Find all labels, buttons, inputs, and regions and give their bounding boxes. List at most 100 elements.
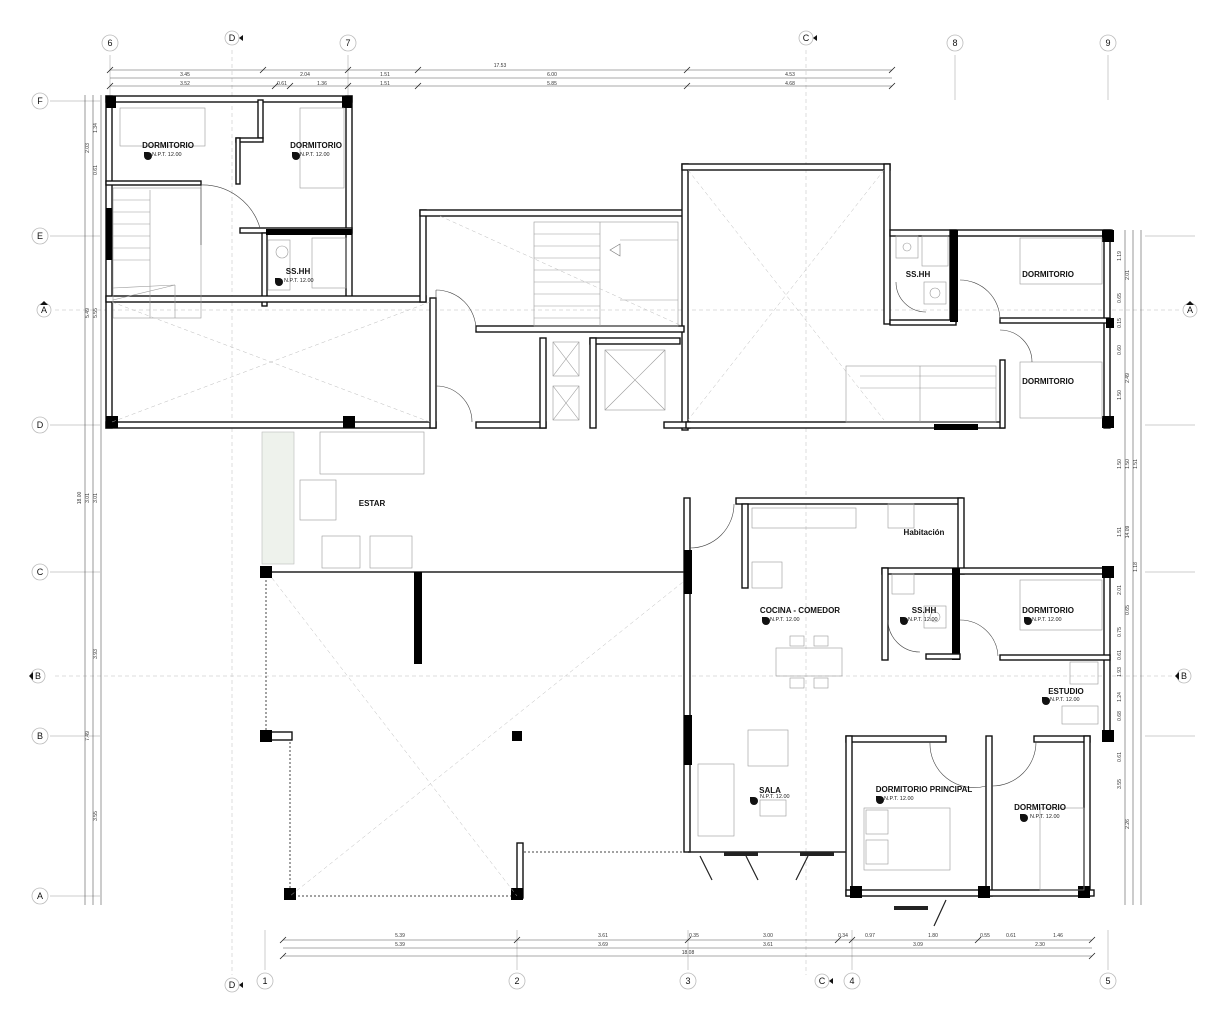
grid-label-E: E [37,231,43,241]
dim-top-1-0: 3.45 [180,72,190,78]
room-habitacion-name: Habitación [904,528,945,537]
room-sshh-se-level: N.P.T. 12.00 [908,617,938,623]
dim-bottom-1-3: 3.00 [763,933,773,939]
room-sshh-nw-name: SS.HH [286,267,311,276]
dim-right-15: 0.75 [1117,627,1123,637]
room-cocina-name: COCINA - COMEDOR [760,606,840,615]
room-sala-name: SALA [759,786,781,795]
dim-left-0: 1.34 [93,123,99,133]
elevator-shafts [552,341,666,421]
dim-bottom-1-8: 0.61 [1006,933,1016,939]
dim-bottom-1-5: 0.97 [865,933,875,939]
dim-top-1-2: 1.51 [380,72,390,78]
dim-bottom-1-1: 3.61 [598,933,608,939]
dim-right-6: 1.50 [1117,390,1123,400]
dim-right-11: 14.09 [1125,526,1131,539]
nw-void-diagonals [111,301,431,423]
room-dorm-ne2-name: DORMITORIO [1022,377,1074,386]
dim-left-7: 3.01 [93,493,99,503]
dim-bottom-1-7: 0.55 [980,933,990,939]
nw-block-walls [105,95,687,429]
room-sala-level: N.P.T. 12.00 [760,794,790,800]
estar-area [261,431,425,569]
dim-right-17: 1.93 [1117,667,1123,677]
room-dorm-nw2-level: N.P.T. 12.00 [300,152,330,158]
dim-bottom-1-0: 5.39 [395,933,405,939]
ne-block-walls [889,229,1114,430]
room-sshh-nw-level: N.P.T. 12.00 [284,278,314,284]
room-dorm-nw2: DORMITORIO N.P.T. 12.00 [290,141,342,160]
dim-bottom-1-9: 1.46 [1053,933,1063,939]
dim-bottom-2-0: 5.39 [395,942,405,948]
section-mark-D-bottom: D [229,980,236,990]
room-labels: DORMITORIO N.P.T. 12.00 DORMITORIO N.P.T… [142,141,1084,822]
dim-right-5: 2.49 [1125,373,1131,383]
dim-right-20: 0.61 [1117,752,1123,762]
dim-left-4: 5.55 [93,308,99,318]
dim-bottom-2-3: 3.09 [913,942,923,948]
room-sshh-se: SS.HH N.P.T. 12.00 [900,606,938,625]
core-doors [435,289,477,423]
section-mark-B-left: B [35,671,41,681]
dim-top-2-0: 3.52 [180,81,190,87]
dim-top-2-4: 5.85 [547,81,557,87]
dim-right-16: 0.61 [1117,650,1123,660]
dim-right-2: 0.65 [1117,293,1123,303]
room-dorm-se2: DORMITORIO N.P.T. 12.00 [1014,803,1066,822]
grid-label-F: F [37,96,43,106]
dim-right-4: 0.60 [1117,345,1123,355]
grid-label-3: 3 [685,976,690,986]
grid-label-5: 5 [1105,976,1110,986]
room-dorm-nw1: DORMITORIO N.P.T. 12.00 [142,141,194,160]
grid-bubbles-bottom: 1 2 3 4 5 [256,972,1117,990]
room-dorm-se1-level: N.P.T. 12.00 [1032,617,1062,623]
dim-right-7: 1.50 [1117,459,1123,469]
room-dorm-principal: DORMITORIO PRINCIPAL N.P.T. 12.00 [876,785,973,804]
grid-label-4: 4 [849,976,854,986]
dim-bottom-2-2: 3.61 [763,942,773,948]
dim-top-2-3: 1.51 [380,81,390,87]
grid-label-6: 6 [107,38,112,48]
se-apartment-walls [683,497,1114,898]
se-furniture [689,503,1103,891]
grid-label-C: C [37,567,44,577]
grid-bubbles-top: 6 7 8 9 [101,34,1117,52]
dim-top-2-5: 4.68 [785,81,795,87]
dim-top-overall: 17.53 [494,63,507,69]
room-estar-name: ESTAR [359,499,386,508]
top-dimensions: 17.53 3.45 2.04 1.51 6.00 4.53 3.52 0.61… [180,63,795,87]
dim-right-13: 2.01 [1117,585,1123,595]
section-mark-A-right: A [1187,305,1193,315]
room-dorm-principal-level: N.P.T. 12.00 [884,796,914,802]
dim-right-19: 0.68 [1117,711,1123,721]
grid-label-9: 9 [1105,38,1110,48]
section-mark-C-top: C [803,33,810,43]
dim-top-1-4: 4.53 [785,72,795,78]
dim-left-9: 7.49 [85,731,91,741]
grid-label-7: 7 [345,38,350,48]
dim-right-18: 1.24 [1117,692,1123,702]
dim-top-1-3: 6.00 [547,72,557,78]
se-windows [699,852,947,927]
dim-right-12: 1.18 [1133,562,1139,572]
dim-right-1: 2.01 [1125,270,1131,280]
dim-right-21: 3.55 [1117,779,1123,789]
grid-label-D: D [37,420,44,430]
dim-left-1: 2.03 [85,143,91,153]
room-dorm-ne1-name: DORMITORIO [1022,270,1074,279]
room-dorm-se2-name: DORMITORIO [1014,803,1066,812]
dimension-ticks [106,66,1096,960]
room-sshh-nw: SS.HH N.P.T. 12.00 [275,267,314,286]
dim-bottom-overall: 18.08 [682,950,695,956]
dim-left-8: 3.93 [93,649,99,659]
dim-right-10: 1.51 [1117,527,1123,537]
room-dorm-principal-name: DORMITORIO PRINCIPAL [876,785,973,794]
dim-top-2-2: 1.36 [317,81,327,87]
room-estudio-name: ESTUDIO [1048,687,1084,696]
dim-bottom-1-2: 0.35 [689,933,699,939]
grid-label-A: A [37,891,43,901]
dim-bottom-2-4: 2.30 [1035,942,1045,948]
room-estudio-level: N.P.T. 12.00 [1050,697,1080,703]
dim-right-22: 2.26 [1125,819,1131,829]
